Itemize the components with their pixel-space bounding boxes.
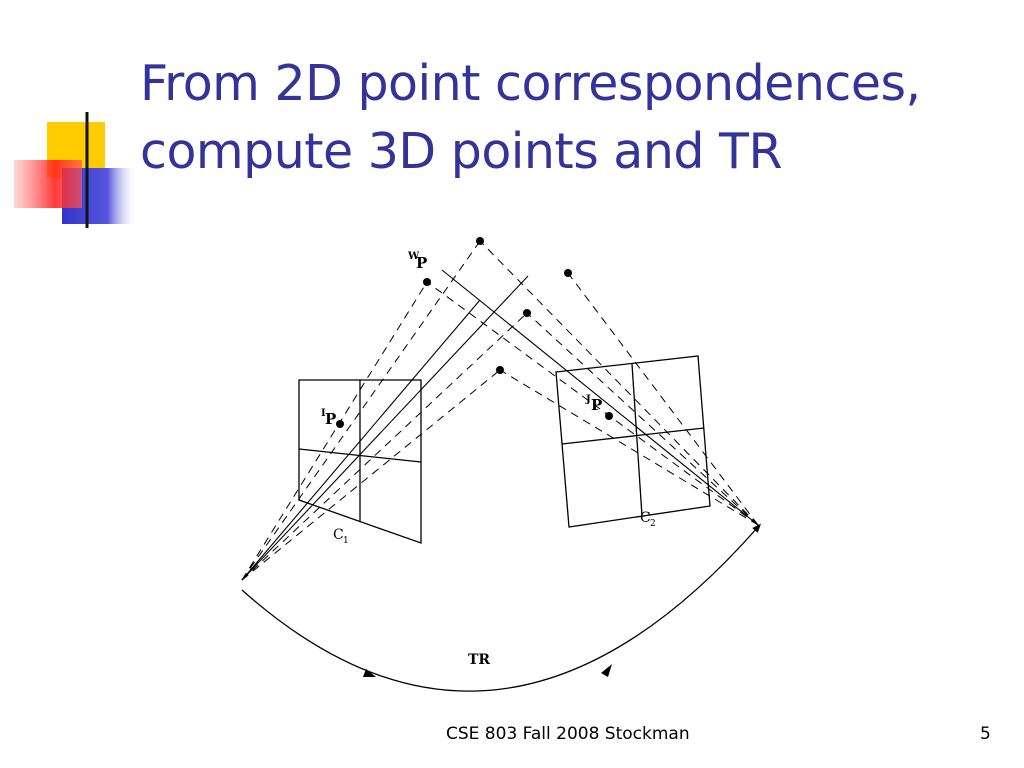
transform-arc-arrow-1: [363, 669, 376, 677]
optical-axes: [241, 269, 759, 581]
image-point-c2-label-sup: J: [585, 394, 591, 405]
slide-footer: CSE 803 Fall 2008 Stockman: [446, 724, 690, 744]
camera1-label: C: [333, 527, 344, 543]
image-point-c2-label: P: [591, 396, 602, 414]
image-plane-c1: [298, 379, 422, 544]
image-plane-c2: [555, 355, 711, 528]
transform-label: TR: [468, 652, 490, 668]
camera1-label-sub: 1: [343, 536, 349, 546]
image-point-c1-label-sup: I: [321, 408, 326, 419]
image-point-c2: [605, 412, 613, 420]
transform-arc: [241, 523, 762, 692]
world-points: [423, 237, 572, 374]
slide-title-line-2: compute 3D points and TR: [140, 123, 783, 180]
camera2-label-sub: 2: [650, 519, 656, 529]
world-point-label-sup: W: [407, 251, 420, 262]
transform-arc-arrow-2: [601, 664, 612, 677]
camera2-label: C: [640, 510, 651, 526]
page-number: 5: [980, 724, 991, 744]
slide-title-line-1: From 2D point correspondences,: [140, 55, 921, 112]
world-point-label: P: [416, 254, 427, 272]
slide-title: From 2D point correspondences, compute 3…: [140, 50, 1000, 186]
projection-rays-c2: [426, 240, 759, 526]
image-point-c1-label: P: [325, 410, 336, 428]
image-point-c1: [336, 420, 344, 428]
deco-red-square: [14, 160, 82, 208]
projection-rays-c1: [241, 240, 528, 581]
slide-decoration: [14, 112, 1000, 228]
